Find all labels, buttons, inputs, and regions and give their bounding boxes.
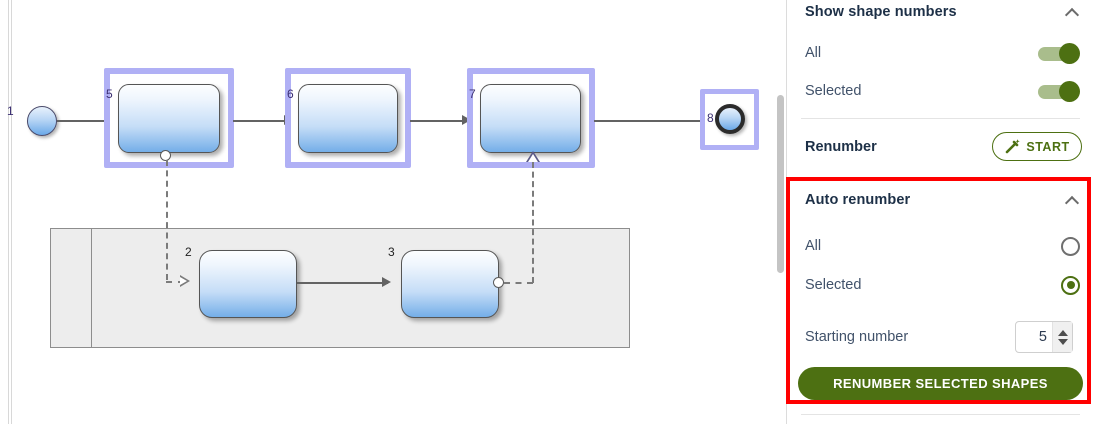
task-shape-3[interactable] [401,250,499,318]
renumber-selected-shapes-button[interactable]: RENUMBER SELECTED SHAPES [798,367,1083,400]
row-label-show-selected: Selected [805,83,862,99]
shape-number-3: 3 [388,245,395,259]
radio-auto-selected[interactable] [1061,275,1080,295]
message-flow-arrow-into-7 [526,151,540,162]
message-flow-arrow-into-2 [180,275,190,287]
shape-number-8: 8 [707,111,714,125]
toggle-knob-show-selected [1059,80,1080,102]
message-flow-line-5-2-horizontal [166,281,184,283]
section-title-show-shape-numbers: Show shape numbers [805,4,957,20]
message-flow-start-dot-3 [493,277,504,288]
sequence-flow-arrow-6-7 [462,115,471,125]
sequence-flow-1-5 [57,120,114,122]
task-shape-2[interactable] [199,250,297,318]
chevron-up-icon-auto-renumber[interactable] [1066,196,1080,205]
shape-number-2: 2 [185,245,192,259]
divider-panel-bottom [801,414,1080,415]
sequence-flow-5-6 [233,120,290,122]
pool-container[interactable] [50,228,630,348]
properties-panel: Show shape numbers All Selected Renumber [786,0,1093,424]
panel-scrollbar-thumb[interactable] [777,95,784,273]
row-show-selected[interactable]: Selected [787,76,1093,106]
section-title-auto-renumber: Auto renumber [805,192,911,208]
row-label-auto-all: All [805,238,822,254]
shape-number-7: 7 [469,87,476,101]
sequence-flow-arrow-2-3 [382,277,391,287]
divider-after-show-shape-numbers [801,118,1080,119]
magic-wand-icon [1004,138,1021,155]
end-event-shape[interactable] [715,104,745,134]
stepper-arrows[interactable] [1052,322,1072,352]
stepper-decrement-icon[interactable] [1057,338,1068,345]
radio-auto-all[interactable] [1061,236,1080,256]
starting-number-value[interactable]: 5 [1038,329,1047,345]
starting-number-stepper[interactable]: 5 [1015,321,1073,353]
task-shape-6[interactable] [298,84,398,153]
row-renumber: Renumber [787,132,1093,162]
divider-before-auto-renumber [801,177,1080,178]
renumber-start-button-label: START [1026,139,1070,154]
diagram-canvas[interactable]: 1 5 6 7 8 [0,0,774,424]
task-shape-7[interactable] [480,84,581,153]
label-starting-number: Starting number [805,329,909,345]
message-flow-line-3-7-vertical [532,162,534,283]
row-auto-all[interactable]: All [787,231,1093,261]
sequence-flow-2-3 [297,282,388,284]
row-label-show-all: All [805,45,822,61]
toggle-knob-show-all [1059,42,1080,64]
section-header-auto-renumber[interactable]: Auto renumber [787,183,1093,217]
task-shape-5[interactable] [118,84,220,153]
row-auto-selected[interactable]: Selected [787,270,1093,300]
shape-number-6: 6 [287,87,294,101]
toggle-show-selected[interactable] [1038,80,1080,102]
start-event-shape[interactable] [27,106,57,136]
row-show-all[interactable]: All [787,38,1093,68]
pool-lane-divider [91,229,92,347]
message-flow-line-3-7-horizontal [504,282,533,284]
canvas-guide-line-left-2 [11,0,12,424]
chevron-up-icon-show-shape-numbers[interactable] [1066,8,1080,17]
section-title-renumber: Renumber [805,139,877,155]
row-starting-number: Starting number [787,322,1093,352]
message-flow-line-5-2-vertical [166,160,168,280]
row-label-auto-selected: Selected [805,277,862,293]
message-flow-start-dot-5 [160,150,171,161]
renumber-selected-shapes-label: RENUMBER SELECTED SHAPES [833,376,1048,391]
renumber-start-button[interactable]: START [992,132,1082,161]
toggle-show-all[interactable] [1038,42,1080,64]
canvas-guide-line-left-1 [8,0,9,424]
section-header-show-shape-numbers[interactable]: Show shape numbers [787,0,1093,29]
sequence-flow-7-8 [594,120,714,122]
shape-number-1: 1 [7,104,14,118]
shape-number-5: 5 [106,87,113,101]
stepper-increment-icon[interactable] [1057,329,1068,336]
sequence-flow-6-7 [410,120,468,122]
